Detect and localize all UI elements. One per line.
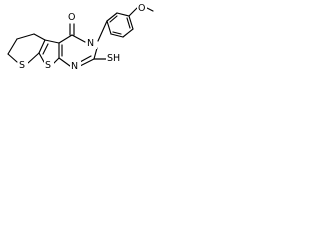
chemical-structure-diagram: O O N N SH S S	[7, 3, 154, 72]
bond-c3-c2t	[38, 39, 46, 54]
bond-n1-c2	[79, 58, 95, 67]
bond-ph-inner-a	[109, 15, 118, 23]
bond-ph-5	[122, 28, 134, 38]
atom-labels: O O N N SH S S	[18, 3, 147, 72]
n1-label: N	[71, 61, 78, 72]
bonds	[7, 7, 154, 67]
bond-c4-c4a	[58, 34, 73, 44]
bond-c3-ch2a	[33, 33, 46, 41]
bond-ph-inner-b	[112, 31, 122, 35]
bond-c7a-n1-path	[58, 57, 71, 67]
thiopyran-sulfur-label: S	[19, 60, 25, 71]
bond-n3-c4	[71, 34, 86, 43]
bond-c3-c2t-double	[42, 43, 49, 55]
bond-methyl-o	[146, 7, 154, 12]
bond-ph-1	[116, 12, 130, 17]
bond-aryl-n3	[97, 20, 108, 42]
bond-c2t-s	[38, 52, 45, 63]
bond-s-c2t	[27, 52, 40, 64]
bond-c2-n3	[93, 47, 98, 60]
bond-o-aryl	[128, 7, 138, 17]
bond-ph-6	[128, 15, 134, 30]
bond-ph-inner-c	[126, 17, 131, 29]
bond-ph-4	[110, 33, 124, 38]
bond-c4a-c3	[44, 39, 60, 44]
methoxy-oxygen-label: O	[138, 3, 145, 14]
bond-ch2b-ch2c	[7, 38, 18, 55]
thiophene-sulfur-label: S	[45, 60, 51, 71]
sh-label: SH	[107, 53, 120, 64]
bond-ph-3	[106, 20, 112, 35]
bond-ch2c-s	[7, 53, 18, 63]
bond-ph-2	[106, 12, 118, 22]
bond-n1-c2-double	[79, 55, 92, 63]
bond-ch2a-ch2b	[16, 33, 35, 40]
carbonyl-oxygen-label: O	[68, 12, 75, 23]
n3-label: N	[87, 38, 94, 49]
